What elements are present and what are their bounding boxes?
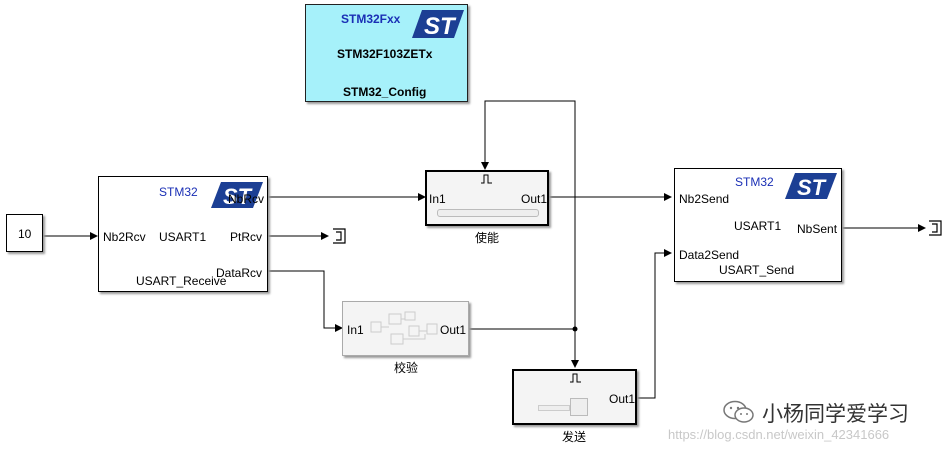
svg-text:ST: ST [424, 13, 457, 40]
wechat-account-name: 小杨同学爱学习 [762, 402, 909, 426]
branch-point [572, 326, 578, 332]
send-subsystem-preview [538, 405, 570, 411]
svg-text:ST: ST [223, 184, 253, 209]
terminator-icon [333, 228, 346, 244]
config-brand: STM32Fxx [341, 12, 401, 26]
st-logo-icon: ST [785, 173, 837, 200]
enable-subsystem-block[interactable]: In1 Out1 [425, 170, 549, 226]
check-subsystem-block[interactable]: In1 Out1 [342, 301, 469, 356]
line-enable-trigger-feedback [481, 100, 576, 197]
enable-subsystem-preview [437, 209, 539, 217]
send-in-port-data2send: Data2Send [679, 248, 740, 262]
receive-mid-label: USART1 [159, 230, 207, 244]
send-mid-label: USART1 [734, 219, 782, 233]
terminator-icon [929, 220, 942, 236]
enable-caption: 使能 [474, 231, 499, 245]
receive-block-name: USART_Receive [136, 274, 227, 288]
enable-in-port: In1 [429, 192, 446, 206]
usart-send-block[interactable]: STM32 ST Nb2Send USART1 NbSent Data2Send… [674, 168, 842, 282]
check-caption: 校验 [393, 361, 418, 375]
config-block[interactable]: STM32Fxx ST STM32F103ZETx STM32_Config [305, 4, 468, 102]
send-subsystem-block[interactable]: Out1 [512, 369, 637, 425]
line-datarcv-to-check [268, 270, 343, 332]
wechat-icon [723, 400, 754, 423]
trigger-icon [481, 174, 492, 184]
receive-out-port-nbrcv: NbRcv [228, 192, 265, 206]
send-out-port: NbSent [797, 222, 838, 236]
trigger-icon [570, 373, 581, 383]
enable-out-port: Out1 [521, 192, 548, 206]
check-subsystem-preview [370, 311, 438, 345]
usart-receive-block[interactable]: STM32 ST Nb2Rcv USART1 NbRcv PtRcv DataR… [98, 176, 268, 292]
send-in-port-nb2send: Nb2Send [679, 192, 730, 206]
send-brand: STM32 [735, 175, 774, 189]
config-chip: STM32F103ZETx [337, 47, 433, 61]
send-sub-out-port: Out1 [609, 392, 636, 406]
constant-value: 10 [18, 227, 32, 241]
receive-brand: STM32 [159, 185, 198, 199]
st-logo-icon: ST [412, 10, 464, 40]
config-name: STM32_Config [343, 85, 427, 99]
csdn-watermark-url: https://blog.csdn.net/weixin_42341666 [668, 427, 890, 442]
send-block-name: USART_Send [719, 263, 795, 277]
line-send-sub-to-data2send [637, 249, 672, 399]
check-in-port: In1 [347, 323, 364, 337]
st-logo-icon: ST [211, 182, 263, 209]
constant-block[interactable]: 10 [6, 214, 43, 252]
receive-in-port: Nb2Rcv [103, 230, 146, 244]
send-subsystem-preview-box [570, 398, 588, 416]
receive-out-port-ptrcv: PtRcv [230, 230, 263, 244]
check-out-port: Out1 [440, 323, 467, 337]
svg-text:ST: ST [797, 175, 827, 200]
send-sub-caption: 发送 [561, 430, 586, 444]
receive-out-port-datarcv: DataRcv [216, 266, 263, 280]
